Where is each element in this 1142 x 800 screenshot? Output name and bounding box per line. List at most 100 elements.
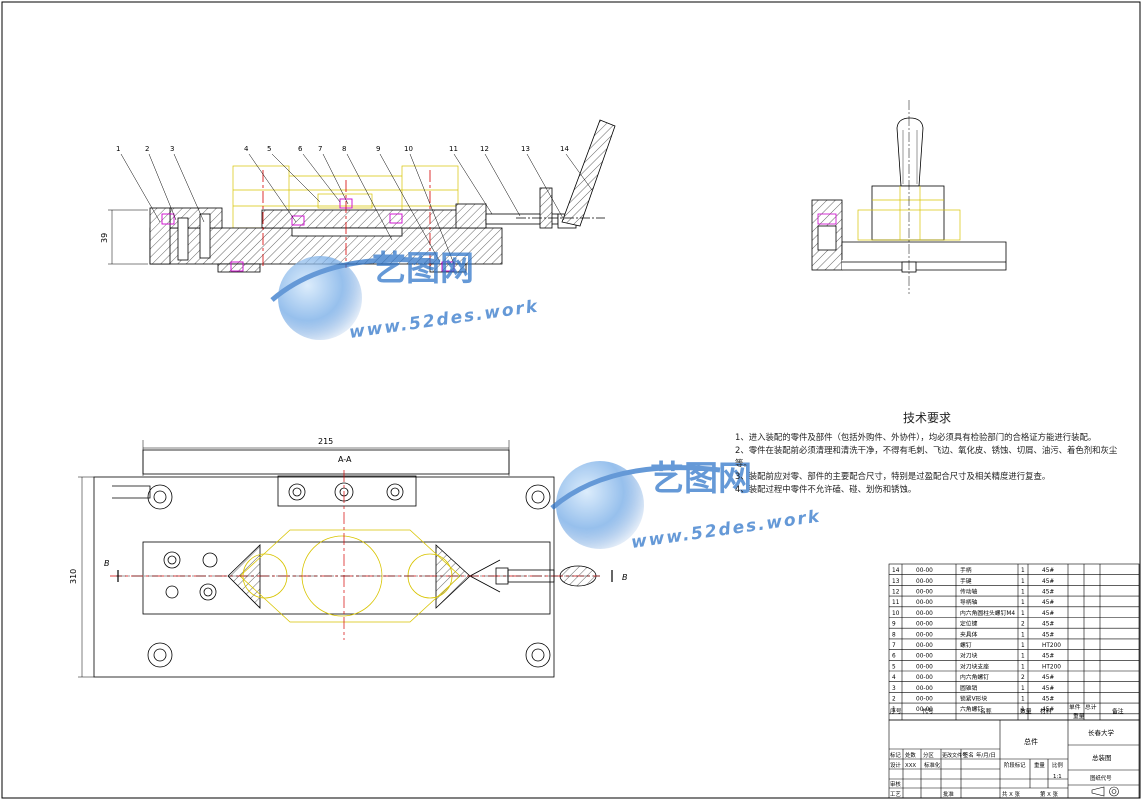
tb-stage-mark: 阶段标记 <box>1004 761 1026 769</box>
bom-cell: 2 <box>1021 622 1025 628</box>
callout-12: 12 <box>480 145 489 153</box>
base-plate <box>93 476 555 678</box>
bom-cell: 内六角螺钉 <box>960 673 989 681</box>
tech-requirement-4: 4、装配过程中零件不允许磕、碰、划伤和锈蚀。 <box>735 484 917 494</box>
bom-cell: 1 <box>1021 568 1025 574</box>
bom-cell: 1 <box>1021 579 1025 585</box>
bom-header-name: 名称 <box>980 707 992 715</box>
bom-cell: 定位键 <box>960 620 978 628</box>
tech-requirement-3: 3、装配前应对零、部件的主要配合尺寸，特别是过盈配合尺寸及相关精度进行复查。 <box>735 471 1051 481</box>
watermark-globe-icon <box>278 256 362 340</box>
bom-cell: 13 <box>892 579 900 585</box>
tb-ratio: 比例 <box>1052 761 1063 769</box>
bom-cell: HT200 <box>1042 643 1061 649</box>
bom-cell: 00-00 <box>916 686 933 692</box>
bom-cell: 5 <box>892 664 896 670</box>
bom-table <box>888 563 1140 721</box>
bom-cell: 对刀块 <box>960 652 978 660</box>
callout-10: 10 <box>404 145 413 153</box>
bom-cell: 六角螺钉 <box>960 705 983 713</box>
bom-cell: 7 <box>892 643 896 649</box>
tb-part-name: 总件 <box>1024 737 1038 746</box>
tb-standard: 标准化 <box>924 761 941 769</box>
bom-cell: 1 <box>1021 643 1025 649</box>
bom-cell: 锁紧V形块 <box>960 695 987 703</box>
callout-leaders <box>120 153 593 265</box>
tb-sheet-no: 第 X 张 <box>1040 790 1059 798</box>
watermark-globe-icon <box>556 461 644 549</box>
bom-cell: 1 <box>1021 707 1025 713</box>
tb-process: 工艺 <box>890 791 901 798</box>
bom-header-total: 总计 <box>1085 703 1097 711</box>
tb-date: 年/月/日 <box>976 751 996 759</box>
bom-header: 序号 代号 名称 数量 材料 单件 总计 重量 备注 <box>890 703 1124 720</box>
bom-cell: 45# <box>1042 600 1054 606</box>
bom-cell: 45# <box>1042 590 1054 596</box>
callout-1: 1 <box>116 145 120 153</box>
tb-design-name: XXX <box>905 763 916 769</box>
bom-cell: 夹具体 <box>960 630 978 638</box>
side-view <box>811 100 1007 294</box>
bom-cell: HT200 <box>1042 664 1061 670</box>
bom-cell: 1 <box>1021 697 1025 703</box>
bom-cell: 传动轴 <box>960 588 978 596</box>
bom-cell: 45# <box>1042 654 1054 660</box>
bom-cell: 45# <box>1042 622 1054 628</box>
tech-requirement-1: 1、进入装配的零件及部件（包括外购件、外协件），均必须具有检验部门的合格证方能进… <box>735 432 1097 442</box>
callout-9: 9 <box>376 145 380 153</box>
plan-view <box>78 440 613 678</box>
bom-cell: 对刀块支座 <box>960 662 989 670</box>
bom-cell: 1 <box>1021 600 1025 606</box>
bom-cell: 00-00 <box>916 632 933 638</box>
bom-cell: 00-00 <box>916 697 933 703</box>
bom-cell: 45# <box>1042 707 1054 713</box>
bom-header-material: 材料 <box>1040 707 1052 715</box>
tb-approve: 批准 <box>943 790 954 798</box>
bom-cell: 45# <box>1042 675 1054 681</box>
bom-cell: 14 <box>892 568 900 574</box>
tb-school: 长春大学 <box>1088 728 1115 737</box>
callout-numbers: 1 2 3 4 5 6 7 8 9 10 11 12 13 14 39 <box>100 145 569 243</box>
callout-4: 4 <box>244 145 249 153</box>
bom-header-weight: 重量 <box>1073 712 1085 720</box>
bom-cell: 00-00 <box>916 622 933 628</box>
tech-requirements-title: 技术要求 <box>903 411 952 425</box>
bom-header-qty: 数量 <box>1020 707 1032 715</box>
bom-cell: 3 <box>892 686 896 692</box>
bom-cell: 11 <box>892 600 900 606</box>
tb-review: 审核 <box>890 780 901 788</box>
bom-cell: 10 <box>892 611 900 617</box>
bom-cell: 内六角圆柱头螺钉M4 <box>960 609 1015 617</box>
callout-13: 13 <box>521 145 530 153</box>
bom-cell: 9 <box>892 622 896 628</box>
bom-cell: 00-00 <box>916 579 933 585</box>
section-marker-left: B <box>104 559 110 568</box>
bom-cell: 00-00 <box>916 643 933 649</box>
callout-6: 6 <box>298 145 303 153</box>
tb-drawing-type: 总装图 <box>1092 753 1112 762</box>
bom-cell: 00-00 <box>916 590 933 596</box>
bom-cell: 手键 <box>960 577 972 585</box>
bom-cell: 00-00 <box>916 600 933 606</box>
bom-cell: 12 <box>892 590 900 596</box>
section-marker-right: B <box>622 573 628 582</box>
tb-scale: 1:1 <box>1053 774 1062 780</box>
height-dimension-310: 310 <box>69 569 78 584</box>
tb-change-doc: 更改文件号 <box>942 752 967 759</box>
projection-symbol <box>1091 786 1119 797</box>
bom-cell: 45# <box>1042 579 1054 585</box>
bom-header-note: 备注 <box>1112 707 1124 715</box>
bom-cell: 45# <box>1042 568 1054 574</box>
bom-cell: 00-00 <box>916 664 933 670</box>
bom-cell: 1 <box>1021 686 1025 692</box>
bom-cell: 导柄轴 <box>960 598 978 606</box>
callout-14: 14 <box>560 145 569 153</box>
bom-cell: 1 <box>1021 632 1025 638</box>
bom-cell: 8 <box>892 632 896 638</box>
bom-cell: 1 <box>1021 611 1025 617</box>
plan-view-labels: 215 A-A 310 B B <box>69 437 628 584</box>
callout-7: 7 <box>318 145 322 153</box>
callout-11: 11 <box>449 145 458 153</box>
tb-sign: 签名 <box>963 751 974 759</box>
